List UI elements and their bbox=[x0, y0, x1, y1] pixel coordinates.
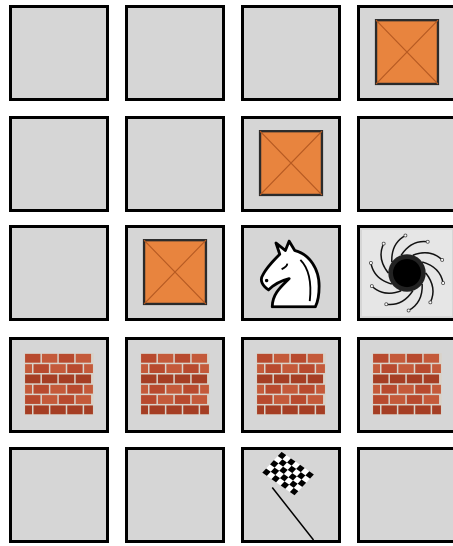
board-cell-r5-c2[interactable] bbox=[125, 447, 225, 543]
board-cell-r2-c1[interactable] bbox=[9, 116, 109, 212]
brick-wall-icon bbox=[244, 340, 338, 430]
board-cell-r3-c1[interactable] bbox=[9, 225, 109, 321]
checkered-flag-icon bbox=[244, 450, 338, 540]
board-cell-r4-c1[interactable] bbox=[9, 337, 109, 433]
board-cell-r1-c1[interactable] bbox=[9, 5, 109, 101]
crate-icon bbox=[128, 228, 222, 318]
brick-wall-icon bbox=[12, 340, 106, 430]
board-cell-r3-c4[interactable] bbox=[357, 225, 453, 321]
crate-icon bbox=[244, 119, 338, 209]
board-cell-r3-c3[interactable] bbox=[241, 225, 341, 321]
board-cell-r1-c4[interactable] bbox=[357, 5, 453, 101]
board-cell-r3-c2[interactable] bbox=[125, 225, 225, 321]
board-cell-r2-c2[interactable] bbox=[125, 116, 225, 212]
board-cell-r4-c3[interactable] bbox=[241, 337, 341, 433]
black-hole-icon bbox=[360, 228, 453, 318]
board-cell-r1-c3[interactable] bbox=[241, 5, 341, 101]
brick-wall-icon bbox=[128, 340, 222, 430]
board-cell-r5-c3[interactable] bbox=[241, 447, 341, 543]
brick-wall-icon bbox=[360, 340, 453, 430]
board-cell-r1-c2[interactable] bbox=[125, 5, 225, 101]
knight-icon bbox=[244, 228, 338, 318]
board-cell-r4-c2[interactable] bbox=[125, 337, 225, 433]
board-cell-r5-c1[interactable] bbox=[9, 447, 109, 543]
crate-icon bbox=[360, 8, 453, 98]
board-cell-r2-c4[interactable] bbox=[357, 116, 453, 212]
board-cell-r4-c4[interactable] bbox=[357, 337, 453, 433]
board-cell-r2-c3[interactable] bbox=[241, 116, 341, 212]
board-cell-r5-c4[interactable] bbox=[357, 447, 453, 543]
